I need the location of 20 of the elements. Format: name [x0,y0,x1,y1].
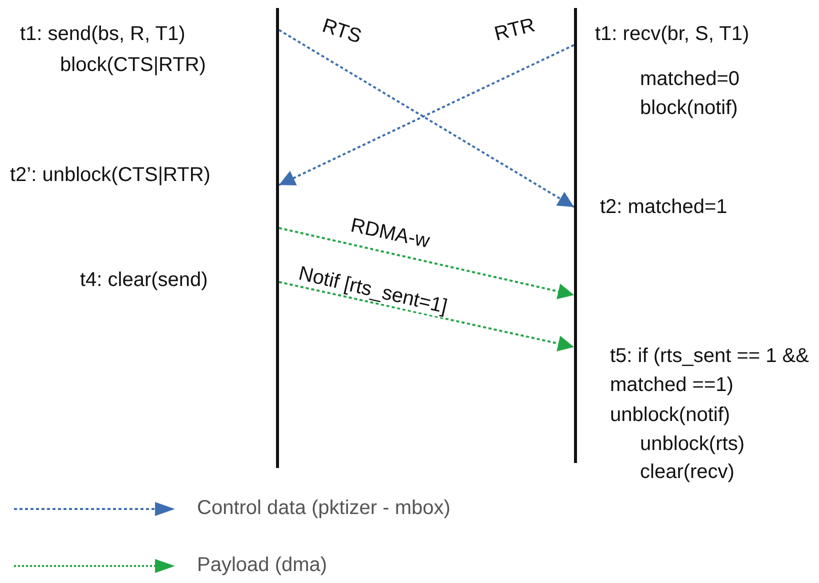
legend-text: Control data (pktizer - mbox) [197,497,450,520]
process-label: t1: send(bs, R, T1) [20,22,186,46]
process-label: t1: recv(br, S, T1) [595,22,750,46]
step-label: unblock(notif) [610,403,730,427]
step-label: t2’: unblock(CTS|RTR) [10,163,210,187]
step-label: block(notif) [640,96,738,120]
arrow [278,227,574,300]
step-label: clear(recv) [640,460,734,484]
step-label: matched=0 [640,67,740,91]
step-label: block(CTS|RTR) [60,53,206,77]
step-label: t2: matched=1 [600,195,728,219]
lifeline [574,8,577,463]
step-label: t5: if (rts_sent == 1 && matched ==1) [610,344,810,398]
step-label: unblock(rts) [640,432,744,456]
lifeline [276,8,279,468]
arrow [278,44,574,186]
step-label: t4: clear(send) [80,268,208,292]
arrow [278,29,575,208]
arrow [278,281,574,352]
legend-text: Payload (dma) [197,554,328,577]
